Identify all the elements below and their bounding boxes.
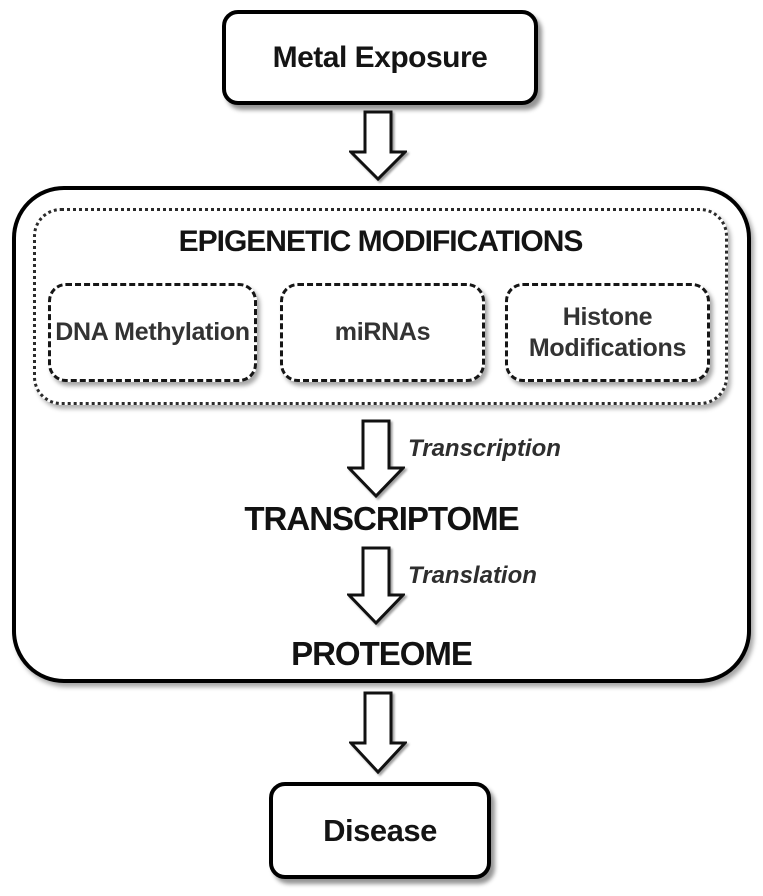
epigenetic-modifications-title: EPIGENETIC MODIFICATIONS — [178, 225, 584, 258]
disease-node: Disease — [269, 782, 491, 879]
metal-exposure-node: Metal Exposure — [222, 10, 538, 105]
transcription-label: Transcription — [408, 435, 561, 462]
proteome-label: PROTEOME — [291, 635, 473, 672]
arrow-metal-to-epigenetics-icon — [349, 110, 407, 182]
arrow-transcription-icon — [347, 419, 405, 499]
disease-label: Disease — [323, 812, 437, 848]
epigenetic-modifications-group: EPIGENETIC MODIFICATIONS DNA Methylation… — [33, 208, 728, 405]
molecular-effects-panel: EPIGENETIC MODIFICATIONS DNA Methylation… — [12, 186, 751, 683]
mirnas-node: miRNAs — [280, 283, 485, 382]
transcriptome-label: TRANSCRIPTOME — [244, 500, 519, 537]
histone-modifications-label: Histone Modifications — [528, 303, 687, 362]
arrow-proteome-to-disease-icon — [349, 691, 407, 775]
dna-methylation-node: DNA Methylation — [48, 283, 257, 382]
mirnas-label: miRNAs — [334, 318, 431, 347]
metal-exposure-label: Metal Exposure — [272, 40, 488, 74]
histone-modifications-node: Histone Modifications — [505, 283, 710, 382]
translation-label: Translation — [408, 562, 537, 589]
arrow-translation-icon — [347, 546, 405, 626]
dna-methylation-label: DNA Methylation — [55, 318, 250, 347]
